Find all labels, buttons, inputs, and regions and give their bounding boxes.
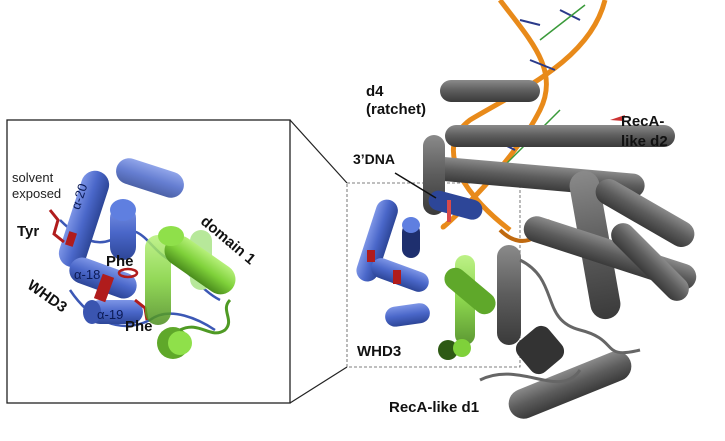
main-whd3-helices <box>356 190 483 327</box>
tyr-label: Tyr <box>17 223 40 240</box>
ratchet-label: (ratchet) <box>366 101 427 118</box>
reca-d2-label-line1: RecA- <box>621 113 665 130</box>
dna-3prime-label: 3’DNA <box>353 151 396 167</box>
main-domain1-helices <box>438 255 496 360</box>
alpha19-label: α-19 <box>97 307 124 322</box>
reca-d1-label: RecA-like d1 <box>389 399 480 416</box>
zoom-connector-bottom <box>289 366 348 404</box>
inset-domain1-helices <box>145 226 236 359</box>
solvent-label-line1: solvent <box>12 170 54 185</box>
reca-d2-label-line2: like d2 <box>621 133 668 150</box>
phe-bottom-label: Phe <box>125 318 153 335</box>
d4-label: d4 <box>366 83 384 100</box>
gray-protein-core <box>423 80 697 419</box>
inset-frame <box>6 119 291 404</box>
alpha18-label: α-18 <box>74 267 101 282</box>
phe-top-label: Phe <box>106 253 134 270</box>
dna-pointer-arrow <box>394 172 437 199</box>
inset-whd3-helices <box>48 158 221 332</box>
zoom-connector-top <box>289 119 348 184</box>
main-whd3-label: WHD3 <box>357 343 402 360</box>
solvent-label-line2: exposed <box>12 186 62 201</box>
